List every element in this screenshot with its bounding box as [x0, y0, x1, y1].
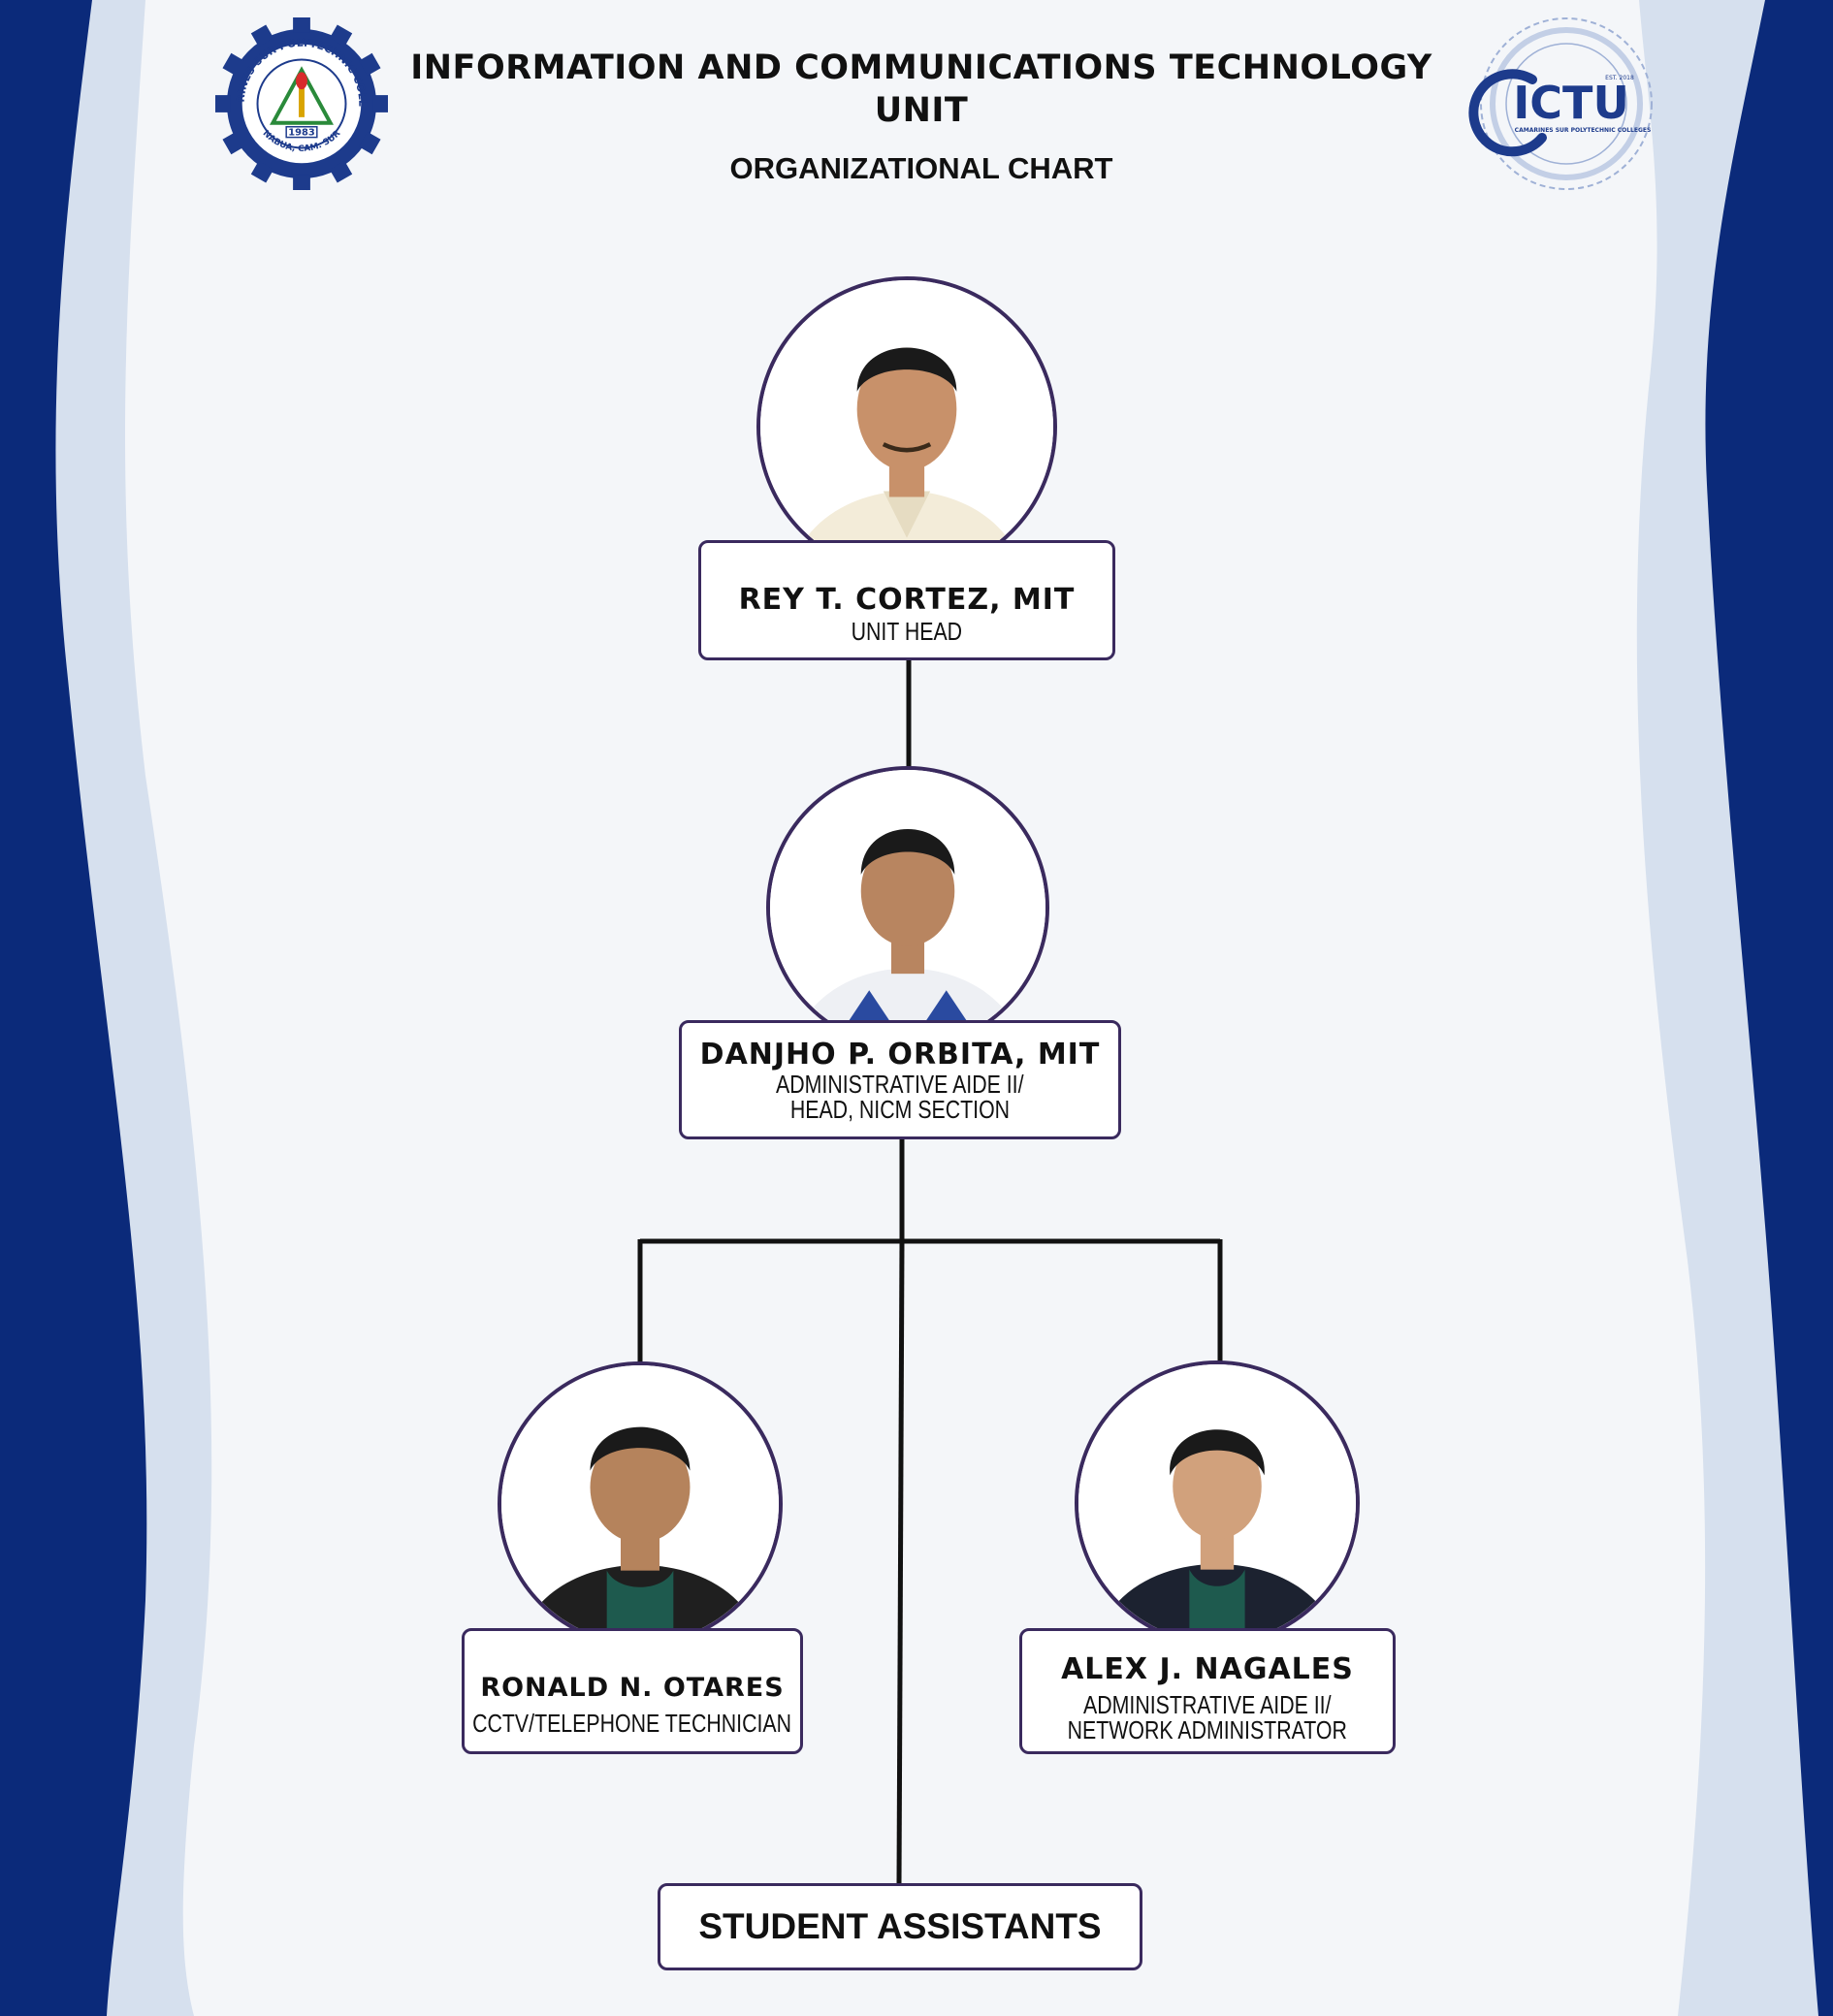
left-wave-dark — [0, 0, 147, 2016]
unit-head-role: UNIT HEAD — [851, 616, 963, 646]
section-head-role-line1: ADMINISTRATIVE AIDE II/ — [776, 1070, 1024, 1099]
section-head-photo — [766, 766, 1049, 1049]
network-admin-photo — [1075, 1360, 1360, 1646]
ictu-logo-text: ICTU — [1513, 77, 1629, 129]
network-admin-card: ALEX J. NAGALES ADMINISTRATIVE AIDE II/ … — [1019, 1628, 1396, 1754]
technician-role: CCTV/TELEPHONE TECHNICIAN — [472, 1708, 792, 1738]
page-title: INFORMATION AND COMMUNICATIONS TECHNOLOG… — [410, 48, 1432, 130]
ictu-logo: ICTU EST. 2018 CAMARINES SUR POLYTECHNIC… — [1464, 12, 1668, 196]
section-head-name: DANJHO P. ORBITA, MIT — [699, 1038, 1101, 1072]
page-subtitle: ORGANIZATIONAL CHART — [729, 151, 1113, 185]
unit-head-name: REY T. CORTEZ, MIT — [738, 582, 1076, 617]
ictu-sub-text: CAMARINES SUR POLYTECHNIC COLLEGES — [1515, 127, 1652, 134]
technician-card: RONALD N. OTARES CCTV/TELEPHONE TECHNICI… — [462, 1628, 803, 1754]
network-admin-role-line2: NETWORK ADMINISTRATOR — [1067, 1714, 1348, 1744]
network-admin-name: ALEX J. NAGALES — [1061, 1651, 1354, 1686]
right-wave-dark — [1705, 0, 1833, 2016]
unit-head-card: REY T. CORTEZ, MIT UNIT HEAD — [698, 540, 1115, 660]
connector-to-students — [896, 1240, 905, 1884]
technician-name: RONALD N. OTARES — [480, 1672, 785, 1703]
section-head-card: DANJHO P. ORBITA, MIT ADMINISTRATIVE AID… — [679, 1020, 1121, 1139]
seal-year-text: 1983 — [288, 128, 315, 139]
unit-head-photo — [756, 276, 1057, 577]
network-admin-role-line1: ADMINISTRATIVE AIDE II/ — [1083, 1689, 1332, 1719]
ictu-est-text: EST. 2018 — [1605, 75, 1634, 81]
technician-photo — [498, 1361, 783, 1647]
cspc-seal-logo: 1983 CAMARINES SUR POLYTECHNIC COLLEGES … — [210, 8, 388, 190]
student-assistants-box: STUDENT ASSISTANTS — [658, 1883, 1142, 1970]
section-head-role-line2: HEAD, NICM SECTION — [789, 1095, 1011, 1124]
